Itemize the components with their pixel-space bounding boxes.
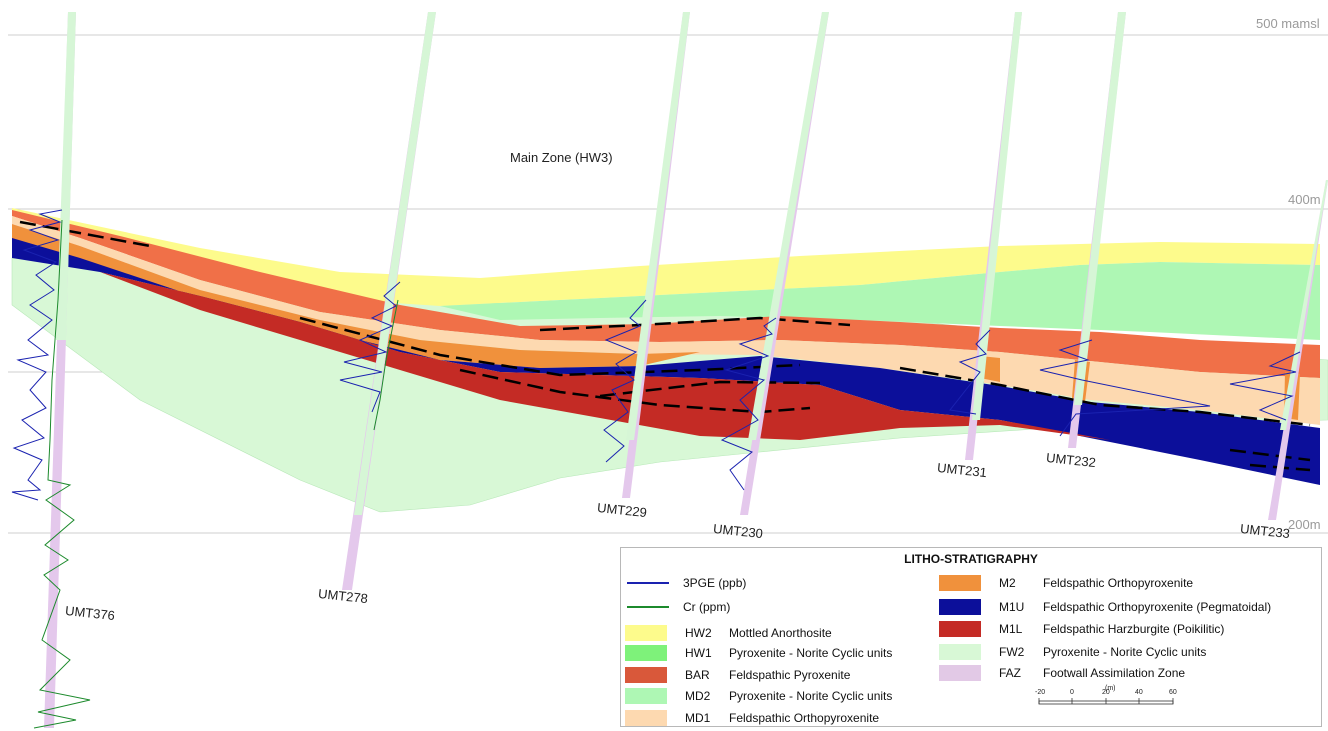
scale-tick-60: 60: [1169, 689, 1177, 696]
borehole-umt232-upper: [1074, 12, 1126, 405]
legend-line-cr: [627, 606, 669, 608]
elevation-label-500: 500 mamsl: [1256, 16, 1320, 31]
legend-swatch-m1u: [939, 599, 981, 615]
legend-code-m1l: M1L: [999, 622, 1023, 636]
pge-profile-umt278: [339, 281, 401, 413]
cr-profile-umt278: [373, 299, 399, 431]
legend-swatch-hw2: [625, 625, 667, 641]
legend-swatch-m1l: [939, 621, 981, 637]
legend-item-md2: MD2 Pyroxenite - Norite Cyclic units: [625, 687, 892, 705]
legend-item-m1l: M1L Feldspathic Harzburgite (Poikilitic): [939, 620, 1224, 638]
assay-profiles: [11, 209, 1301, 729]
legend-code-fw2: FW2: [999, 645, 1025, 659]
legend-swatch-fw2: [939, 644, 981, 660]
borehole-umt229-upper: [626, 12, 690, 440]
unit-hw2: [12, 208, 1320, 306]
legend-code-m2: M2: [999, 576, 1016, 590]
cr-profile-umt376: [33, 219, 91, 729]
borehole-traces: [44, 12, 1328, 728]
legend-swatch-faz: [939, 665, 981, 681]
legend-name-faz: Footwall Assimilation Zone: [1043, 666, 1186, 680]
legend-item-hw1: HW1 Pyroxenite - Norite Cyclic units: [625, 644, 892, 662]
scale-bar-graphic: [1038, 698, 1174, 705]
legend-item-bar: BAR Feldspathic Pyroxenite: [625, 666, 850, 684]
legend-item-hw2: HW2 Mottled Anorthosite: [625, 624, 832, 642]
legend-code-md1: MD1: [685, 711, 711, 725]
legend-item-fw2: FW2 Pyroxenite - Norite Cyclic units: [939, 643, 1206, 661]
legend-code-hw2: HW2: [685, 626, 712, 640]
pge-profile-umt229: [603, 299, 647, 463]
legend-item-m2: M2 Feldspathic Orthopyroxenite: [939, 574, 1193, 592]
pge-profile-umt376: [11, 209, 63, 501]
scale-tick--20: -20: [1035, 689, 1046, 696]
legend-item-md1: MD1 Feldspathic Orthopyroxenite: [625, 709, 879, 727]
unit-m1l: [100, 272, 1110, 440]
scale-tick-0: 0: [1070, 689, 1074, 696]
scale-bar: (m) -20 0 20 40 60: [1033, 685, 1193, 721]
unit-md2: [440, 262, 1320, 340]
scale-tick-40: 40: [1135, 689, 1143, 696]
legend: LITHO-STRATIGRAPHY 3PGE (ppb) Cr (ppm) H…: [620, 547, 1322, 727]
legend-line-3pge: [627, 582, 669, 584]
legend-name-m1l: Feldspathic Harzburgite (Poikilitic): [1043, 622, 1225, 636]
legend-name-md1: Feldspathic Orthopyroxenite: [729, 711, 880, 725]
zone-label-main: Main Zone (HW3): [510, 150, 613, 165]
legend-item-cr: Cr (ppm): [627, 598, 730, 616]
legend-code-m1u: M1U: [999, 600, 1025, 614]
legend-item-m1u: M1U Feldspathic Orthopyroxenite (Pegmato…: [939, 598, 1271, 616]
legend-item-3pge: 3PGE (ppb): [627, 574, 746, 592]
legend-item-faz: FAZ Footwall Assimilation Zone: [939, 664, 1185, 682]
legend-name-hw2: Mottled Anorthosite: [729, 626, 832, 640]
scale-tick-20: 20: [1102, 689, 1110, 696]
borehole-umt233-upper: [1280, 180, 1328, 430]
unit-bar: [12, 210, 1320, 378]
borehole-umt230-upper: [748, 12, 829, 440]
legend-name-bar: Feldspathic Pyroxenite: [729, 668, 851, 682]
legend-swatch-md1: [625, 710, 667, 726]
borehole-umt231-upper: [972, 12, 1022, 420]
legend-swatch-m2: [939, 575, 981, 591]
legend-swatch-md2: [625, 688, 667, 704]
legend-code-bar: BAR: [685, 668, 710, 682]
elevation-label-400: 400m: [1288, 192, 1321, 207]
pge-profile-umt230: [720, 317, 777, 491]
pge-profile-umt233: [1229, 351, 1301, 421]
borehole-umt376-upper: [56, 12, 76, 340]
borehole-umt278-upper: [354, 12, 436, 515]
legend-code-faz: FAZ: [999, 666, 1022, 680]
scale-unit: (m): [1105, 685, 1116, 692]
pge-profile-umt232: [1039, 339, 1211, 437]
legend-name-md2: Pyroxenite - Norite Cyclic units: [729, 689, 893, 703]
legend-swatch-bar: [625, 667, 667, 683]
legend-title: LITHO-STRATIGRAPHY: [904, 552, 1038, 566]
legend-name-m1u: Feldspathic Orthopyroxenite (Pegmatoidal…: [1043, 600, 1272, 614]
legend-name-m2: Feldspathic Orthopyroxenite: [1043, 576, 1194, 590]
pge-profile-umt231: [949, 329, 991, 415]
legend-label-3pge: 3PGE (ppb): [683, 576, 747, 590]
legend-code-hw1: HW1: [685, 646, 712, 660]
legend-name-fw2: Pyroxenite - Norite Cyclic units: [1043, 645, 1207, 659]
legend-swatch-hw1: [625, 645, 667, 661]
legend-code-md2: MD2: [685, 689, 711, 703]
legend-name-hw1: Pyroxenite - Norite Cyclic units: [729, 646, 893, 660]
elevation-label-200: 200m: [1288, 517, 1321, 532]
legend-label-cr: Cr (ppm): [683, 600, 731, 614]
